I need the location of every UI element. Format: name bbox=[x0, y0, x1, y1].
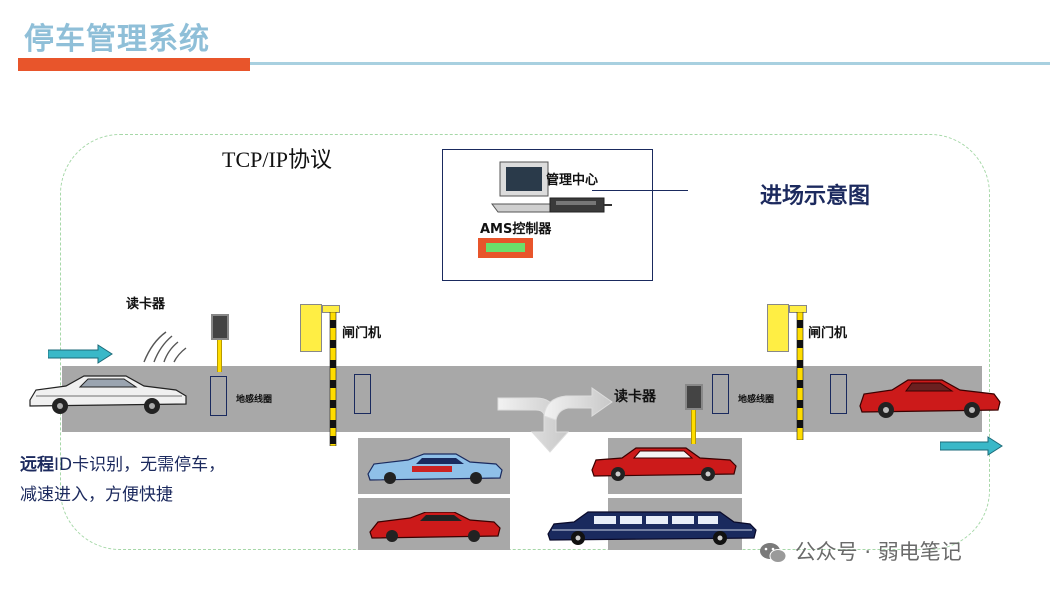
car-icon bbox=[29, 375, 187, 414]
loop-label-left: 地感线圈 bbox=[236, 395, 273, 405]
card-signal-icon bbox=[143, 331, 187, 363]
turn-arrow-icon bbox=[497, 387, 613, 453]
card-reader-label-right: 读卡器 bbox=[614, 389, 656, 405]
car-icon bbox=[591, 447, 737, 481]
network-link-line bbox=[592, 190, 688, 191]
watermark: 公众号 · 弱电笔记 bbox=[758, 536, 962, 566]
diagram-title: 进场示意图 bbox=[760, 184, 871, 209]
barrier-label-left: 闸门机 bbox=[342, 326, 382, 341]
loop-detector-left-a bbox=[210, 376, 227, 416]
wechat-icon bbox=[760, 543, 787, 563]
loop-detector-right-b bbox=[830, 374, 847, 414]
card-reader-pole-right bbox=[691, 410, 696, 444]
controller-icon bbox=[478, 238, 533, 258]
loop-detector-right-a bbox=[712, 374, 729, 414]
caption-line-1-rest: ID卡识别，无需停车， bbox=[54, 455, 226, 475]
caption-emphasis: 远程 bbox=[20, 455, 54, 475]
barrier-gate-right bbox=[767, 304, 789, 352]
barrier-gate-left bbox=[300, 304, 322, 352]
loop-detector-left-b bbox=[354, 374, 371, 414]
car-icon bbox=[547, 511, 757, 545]
page-title: 停车管理系统 bbox=[24, 22, 210, 57]
car-icon bbox=[369, 512, 501, 542]
loop-label-right: 地感线圈 bbox=[738, 395, 775, 405]
card-reader-left bbox=[211, 314, 229, 340]
title-underline bbox=[250, 62, 1050, 65]
caption-line-2: 减速进入，方便快捷 bbox=[20, 485, 173, 505]
caption: 远程ID卡识别，无需停车， 减速进入，方便快捷 bbox=[20, 450, 225, 510]
card-reader-pole-left bbox=[217, 340, 222, 372]
watermark-text: 公众号 · 弱电笔记 bbox=[794, 540, 962, 564]
barrier-arm-right bbox=[796, 312, 804, 440]
card-reader-label-left: 读卡器 bbox=[126, 297, 166, 312]
ams-controller-label: AMS控制器 bbox=[480, 222, 552, 237]
car-icon bbox=[367, 453, 503, 484]
title-accent-bar bbox=[18, 58, 250, 71]
entry-arrow-icon bbox=[48, 344, 113, 364]
protocol-label: TCP/IP协议 bbox=[222, 147, 333, 172]
barrier-label-right: 闸门机 bbox=[808, 326, 848, 341]
car-icon bbox=[859, 379, 1001, 418]
exit-arrow-icon bbox=[940, 436, 1003, 456]
caption-line-1: 远程ID卡识别，无需停车， bbox=[20, 450, 225, 480]
management-center-label: 管理中心 bbox=[546, 173, 599, 188]
card-reader-right bbox=[685, 384, 703, 410]
network-boundary bbox=[60, 134, 990, 550]
computer-icon bbox=[491, 161, 612, 213]
barrier-arm-left bbox=[329, 312, 337, 446]
